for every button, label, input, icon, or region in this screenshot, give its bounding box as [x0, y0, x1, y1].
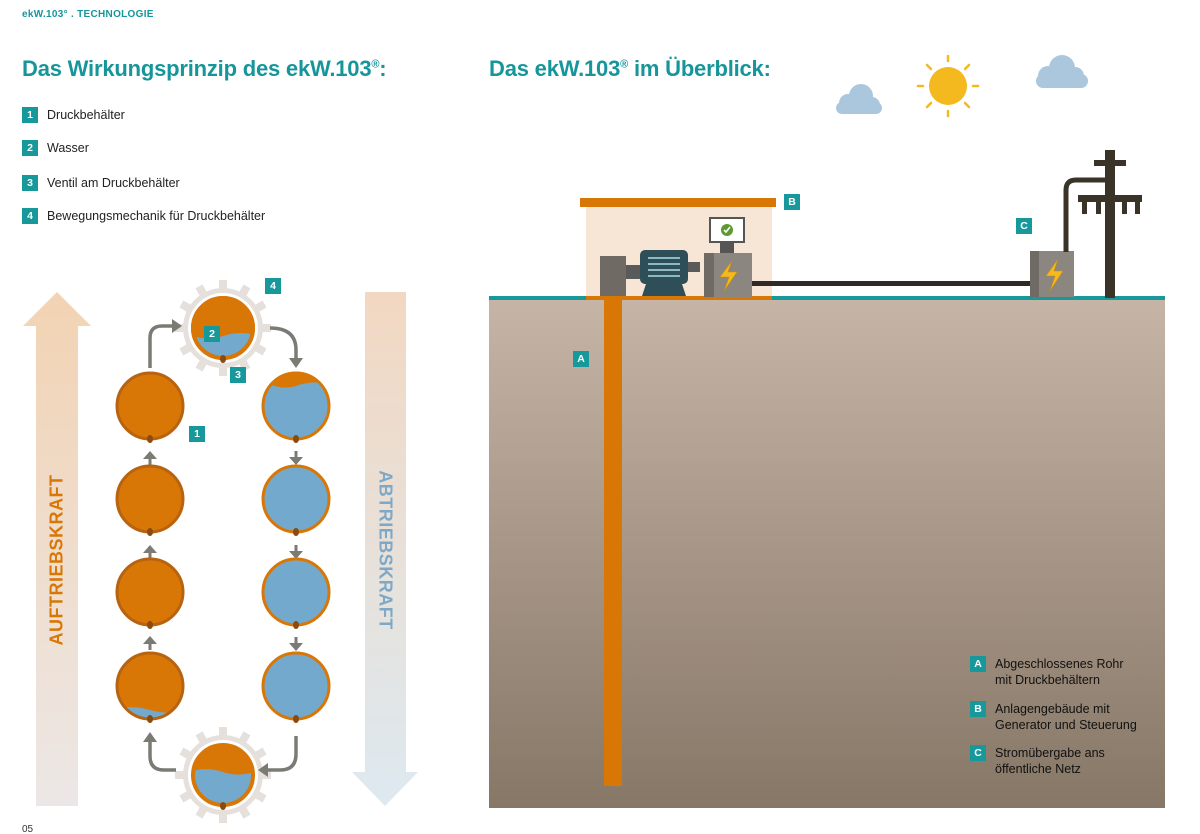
vessel-right-2 — [261, 464, 331, 536]
page-number: 05 — [22, 824, 34, 834]
legend-text: Abgeschlossenes Rohr mit Druckbehältern — [995, 656, 1124, 688]
principle-title-text: Das Wirkungsprinzip des ekW.103 — [22, 56, 372, 81]
small-up-arrows — [143, 451, 157, 650]
legend-line-2: Generator und Steuerung — [995, 718, 1137, 732]
diagram-badge-1: 1 — [189, 426, 205, 442]
vessel-bottom — [191, 743, 255, 810]
sealed-pipe — [604, 298, 622, 786]
power-cable — [752, 281, 1032, 286]
vessel-left-3 — [115, 557, 185, 629]
legend-label: Druckbehälter — [47, 108, 125, 122]
cloud-icon — [836, 84, 882, 114]
principle-legend-item-2: 2 Wasser — [22, 140, 89, 156]
overview-title-reg: ® — [620, 58, 629, 71]
ground — [489, 298, 1165, 808]
buoyancy-label: AUFTRIEBSKRAFT — [46, 474, 67, 646]
principle-legend-item-1: 1 Druckbehälter — [22, 107, 125, 123]
legend-line-2: mit Druckbehältern — [995, 673, 1100, 687]
legend-badge: 3 — [22, 175, 38, 191]
principle-title-colon: : — [379, 56, 387, 81]
overview-badge-c: C — [1016, 218, 1032, 234]
overview-diagram — [489, 54, 1165, 808]
breadcrumb-section: TECHNOLOGIE — [77, 9, 154, 20]
downward-arrow-icon — [352, 292, 418, 806]
legend-text: Stromübergabe ans öffentliche Netz — [995, 745, 1105, 777]
legend-label: Wasser — [47, 141, 89, 155]
small-down-arrows — [289, 451, 303, 651]
principle-legend-item-3: 3 Ventil am Druckbehälter — [22, 175, 180, 191]
cloud-icon — [1036, 55, 1088, 88]
control-unit — [709, 217, 745, 254]
cycle-arrowheads — [143, 319, 303, 777]
legend-line-1: Abgeschlossenes Rohr — [995, 657, 1124, 671]
utility-pole-icon — [1063, 150, 1142, 298]
breadcrumb: ekW.103° . TECHNOLOGIE — [22, 9, 154, 20]
vessel-right-1 — [261, 371, 331, 443]
vessel-left-4 — [115, 651, 185, 723]
breadcrumb-brand: ekW.103 — [22, 9, 64, 20]
legend-badge: C — [970, 745, 986, 761]
breadcrumb-separator: ° . — [63, 9, 78, 20]
legend-badge: 4 — [22, 208, 38, 224]
lightning-bolt-icon — [1030, 251, 1074, 297]
lightning-bolt-icon — [704, 253, 752, 297]
overview-title-text: Das ekW.103 — [489, 56, 621, 81]
generator-icon — [626, 250, 700, 296]
overview-legend-item-c: C Stromübergabe ans öffentliche Netz — [970, 745, 1105, 777]
legend-label: Ventil am Druckbehälter — [47, 176, 180, 190]
legend-badge: 1 — [22, 107, 38, 123]
cycle-arrows — [148, 324, 298, 772]
legend-line-1: Anlagengebäude mit — [995, 702, 1110, 716]
overview-badge-b: B — [784, 194, 800, 210]
legend-line-1: Stromübergabe ans — [995, 746, 1105, 760]
upward-arrow-icon — [23, 292, 91, 806]
legend-line-2: öffentliche Netz — [995, 762, 1081, 776]
vessel-right-3 — [261, 557, 331, 629]
legend-label: Bewegungsmechanik für Druckbehälter — [47, 209, 266, 223]
downforce-label: ABTRIEBSKRAFT — [375, 470, 396, 630]
diagram-badge-3: 3 — [230, 367, 246, 383]
diagram-badge-2: 2 — [204, 326, 220, 342]
legend-badge: A — [970, 656, 986, 672]
cycle-diagram — [23, 280, 418, 823]
ground-surface-line — [489, 296, 1165, 300]
overview-title: Das ekW.103® im Überblick: — [489, 56, 771, 82]
principle-title-reg: ® — [371, 58, 380, 71]
overview-legend-item-a: A Abgeschlossenes Rohr mit Druckbehältern — [970, 656, 1124, 688]
vessel-left-1 — [115, 371, 185, 443]
legend-badge: B — [970, 701, 986, 717]
overview-badge-a: A — [573, 351, 589, 367]
vessel-left-2 — [115, 464, 185, 536]
principle-title: Das Wirkungsprinzip des ekW.103®: — [22, 56, 387, 82]
diagram-badge-4: 4 — [265, 278, 281, 294]
vessel-right-4 — [261, 651, 331, 723]
principle-legend-item-4: 4 Bewegungsmechanik für Druckbehälter — [22, 208, 265, 224]
sun-icon — [916, 54, 980, 118]
legend-badge: 2 — [22, 140, 38, 156]
overview-title-rest: im Überblick: — [628, 56, 771, 81]
plant-building — [580, 198, 776, 300]
